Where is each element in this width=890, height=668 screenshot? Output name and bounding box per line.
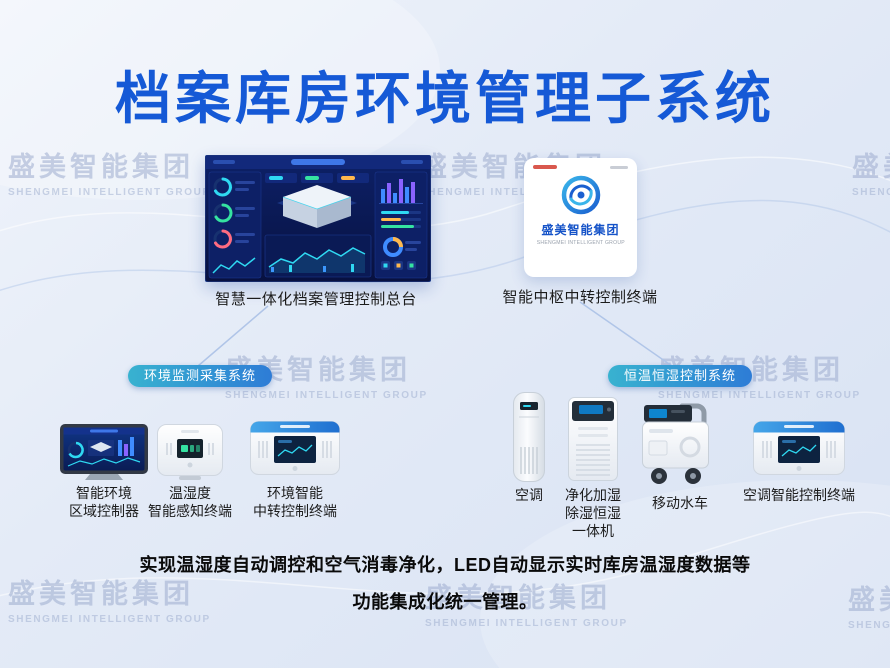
terminal-brand-marks [524, 158, 637, 169]
tag-monitoring-system: 环境监测采集系统 [128, 365, 273, 387]
terminal-label: 智能中枢中转控制终端 [502, 289, 658, 306]
terminal-logo-subtext: SHENGMEI INTELLIGENT GROUP [536, 240, 625, 246]
console-screen-graphic [204, 154, 432, 283]
page-title: 档案库房环境管理子系统 [115, 67, 775, 130]
terminal-logo-text: 盛美智能集团 [541, 223, 620, 237]
console-screenshot [204, 154, 432, 283]
device-label-zone-controller: 智能环境 区域控制器 [69, 485, 139, 520]
hub-terminal-device: 盛美智能集团 SHENGMEI INTELLIGENT GROUP [524, 158, 637, 277]
device-label-water-cart: 移动水车 [652, 495, 708, 511]
device-label-ac-terminal: 空调智能控制终端 [743, 487, 855, 503]
device-env-transfer-terminal [250, 421, 340, 475]
footer-line-1: 实现温湿度自动调控和空气消毒净化，LED自动显示实时库房温湿度数据等 [139, 555, 751, 575]
device-zone-controller [60, 424, 148, 482]
device-label-purifier-unit: 净化加湿 除湿恒湿 一体机 [565, 487, 621, 540]
device-ac-control-terminal [753, 421, 845, 475]
red-brand-mark [533, 165, 557, 169]
console-label: 智慧一体化档案管理控制总台 [215, 291, 417, 308]
footer-line-2: 功能集成化统一管理。 [352, 592, 538, 612]
footer-text: 实现温湿度自动调控和空气消毒净化，LED自动显示实时库房温湿度数据等 功能集成化… [0, 551, 890, 625]
device-mobile-water-cart [642, 399, 718, 485]
gray-mark [610, 166, 628, 169]
device-label-env-transfer: 环境智能 中转控制终端 [253, 485, 337, 520]
device-air-conditioner [513, 392, 545, 482]
company-logo-icon [561, 175, 600, 215]
device-purifier-humidity-unit [568, 395, 618, 483]
tag-hvac-system: 恒温恒湿控制系统 [608, 365, 753, 387]
device-temp-humidity-sensor [157, 424, 223, 481]
device-label-air-conditioner: 空调 [515, 487, 543, 503]
device-label-sensor-terminal: 温湿度 智能感知终端 [148, 485, 232, 520]
